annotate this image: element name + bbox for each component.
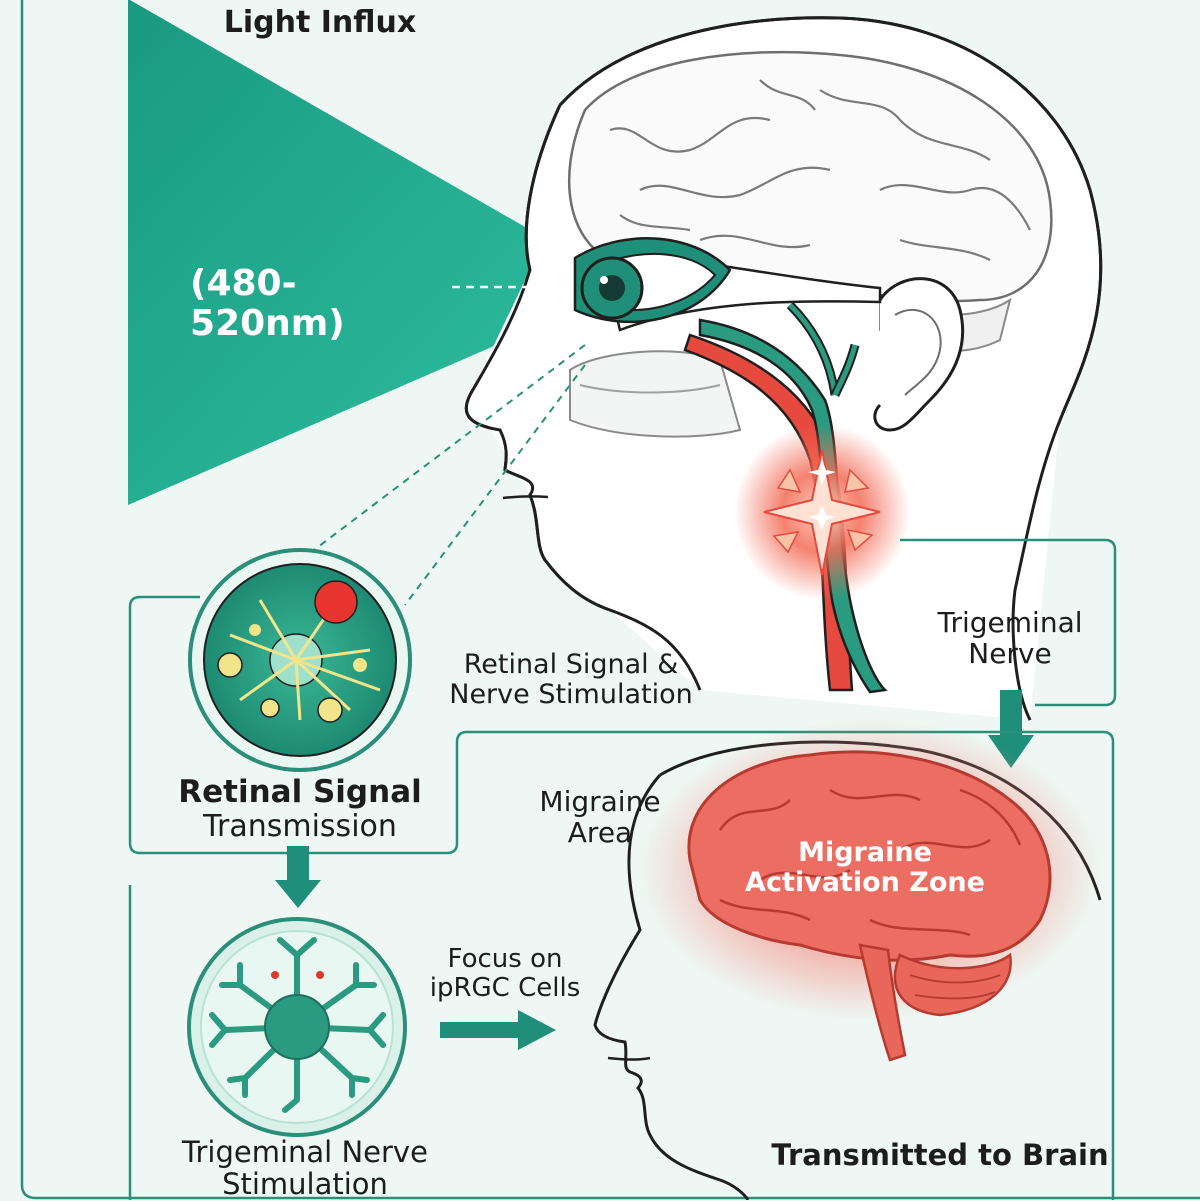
focus-iprgc-label: Focus on ipRGC Cells bbox=[425, 944, 585, 1004]
head-profile-lower bbox=[593, 774, 750, 1200]
light-influx-text: Light Influx bbox=[223, 5, 417, 40]
trig-stim-line-2: Stimulation bbox=[222, 1167, 388, 1201]
connector-dash-1 bbox=[309, 344, 586, 554]
light-beam bbox=[128, 0, 600, 505]
trig-stim-line-1: Trigeminal Nerve bbox=[182, 1135, 428, 1169]
retinal-cell-icon bbox=[188, 548, 412, 772]
ear bbox=[873, 277, 965, 432]
focus-line-1: Focus on bbox=[447, 944, 563, 974]
retinal-caption-line-2: Nerve Stimulation bbox=[449, 679, 693, 711]
wavelength-text: (480-520nm) bbox=[190, 263, 345, 345]
retinal-panel-frame bbox=[128, 595, 1115, 1200]
retinal-nerve-caption: Retinal Signal & Nerve Stimulation bbox=[436, 649, 706, 711]
transmitted-text: Transmitted to Brain bbox=[771, 1138, 1109, 1172]
trigeminal-nerve-label: Trigeminal Nerve bbox=[915, 607, 1105, 670]
migraine-area-label: Migraine Area bbox=[515, 786, 685, 849]
artery-icon bbox=[683, 333, 854, 692]
migraine-area-line-2: Area bbox=[567, 816, 633, 850]
right-arrow-icon bbox=[440, 1010, 556, 1050]
light-influx-label: Light Influx bbox=[200, 6, 440, 40]
transmitted-to-brain-label: Transmitted to Brain bbox=[770, 1138, 1110, 1172]
retinal-signal-line-1: Retinal Signal bbox=[178, 774, 422, 810]
activation-zone-line-1: Migraine bbox=[798, 837, 932, 868]
trigeminal-line-2: Nerve bbox=[968, 637, 1052, 671]
retinal-signal-line-2: Transmission bbox=[203, 808, 397, 844]
pain-burst-icon bbox=[734, 424, 910, 600]
neuron-icon bbox=[187, 917, 407, 1137]
retinal-signal-label: Retinal Signal Transmission bbox=[160, 775, 440, 843]
focus-line-2: ipRGC Cells bbox=[429, 973, 581, 1004]
migraine-area-line-1: Migraine bbox=[539, 785, 661, 818]
activation-zone-line-2: Activation Zone bbox=[745, 867, 985, 899]
eye-icon bbox=[573, 237, 732, 323]
activation-zone-label: Migraine Activation Zone bbox=[730, 837, 1000, 899]
nerve-icon bbox=[698, 318, 888, 694]
connector-dash-2 bbox=[404, 364, 586, 606]
migraine-brain-icon bbox=[640, 720, 1100, 1062]
wavelength-label: (480-520nm) bbox=[190, 263, 450, 345]
outer-frame bbox=[20, 0, 1200, 1200]
retinal-caption-line-1: Retinal Signal & bbox=[463, 649, 679, 680]
trigeminal-bracket bbox=[900, 538, 1117, 707]
trigeminal-line-1: Trigeminal bbox=[937, 606, 1083, 639]
down-arrow-icon bbox=[275, 846, 321, 908]
trigeminal-stimulation-label: Trigeminal Nerve Stimulation bbox=[150, 1136, 460, 1201]
